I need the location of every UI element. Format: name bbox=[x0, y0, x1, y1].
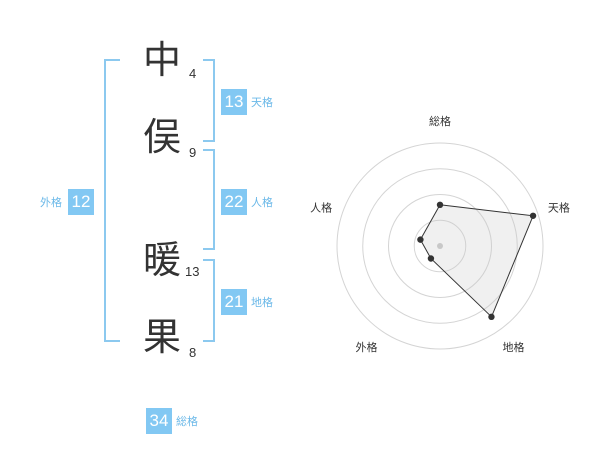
radar-ring-1 bbox=[413, 219, 467, 273]
radar-axis-label-5: 人格 bbox=[310, 200, 332, 214]
stroke-count-4: 8 bbox=[189, 345, 197, 360]
radar-axis-label-1: 総格 bbox=[429, 114, 451, 128]
radar-point-1 bbox=[436, 201, 444, 208]
soukaku-label: 総格 bbox=[176, 415, 198, 428]
name-char-3: 暖 bbox=[143, 238, 182, 282]
gaikaku-label: 外格 bbox=[40, 196, 62, 209]
name-char-2: 俣 bbox=[143, 115, 182, 159]
tenkaku-value: 13 bbox=[221, 89, 247, 115]
stroke-count-1: 4 bbox=[189, 66, 197, 81]
tenkaku-label: 天格 bbox=[251, 96, 273, 109]
gaikaku-bracket bbox=[104, 59, 120, 342]
chikaku-label: 地格 bbox=[251, 296, 273, 309]
stroke-count-3: 13 bbox=[185, 264, 200, 279]
tenkaku-badge: 13 天格 bbox=[221, 89, 273, 115]
stroke-count-2: 9 bbox=[189, 145, 197, 160]
radar-series-area bbox=[419, 204, 534, 318]
jinkaku-bracket bbox=[203, 149, 215, 250]
radar-axis-label-3: 地格 bbox=[502, 340, 524, 354]
chikaku-bracket bbox=[203, 259, 215, 342]
radar-point-3 bbox=[488, 313, 495, 321]
gaikaku-value: 12 bbox=[68, 189, 94, 215]
name-char-1: 中 bbox=[143, 38, 182, 82]
jinkaku-value: 22 bbox=[221, 189, 247, 215]
radar-axis-label-4: 外格 bbox=[356, 340, 378, 354]
radar-ring-2 bbox=[388, 194, 492, 298]
radar-point-4 bbox=[427, 255, 435, 262]
tenkaku-bracket bbox=[203, 59, 215, 142]
radar-axis-label-2: 天格 bbox=[548, 200, 570, 214]
radar-center bbox=[437, 243, 443, 249]
radar-point-2 bbox=[529, 212, 537, 219]
soukaku-value: 34 bbox=[146, 408, 172, 434]
jinkaku-label: 人格 bbox=[251, 196, 273, 209]
radar-ring-3 bbox=[362, 168, 518, 324]
radar-ring-4 bbox=[336, 142, 544, 350]
radar-point-5 bbox=[417, 236, 424, 243]
soukaku-badge: 34 総格 bbox=[146, 408, 198, 434]
gaikaku-badge: 外格 12 bbox=[40, 189, 94, 215]
chikaku-value: 21 bbox=[221, 289, 247, 315]
name-char-4: 果 bbox=[143, 315, 182, 359]
jinkaku-badge: 22 人格 bbox=[221, 189, 273, 215]
chikaku-badge: 21 地格 bbox=[221, 289, 273, 315]
